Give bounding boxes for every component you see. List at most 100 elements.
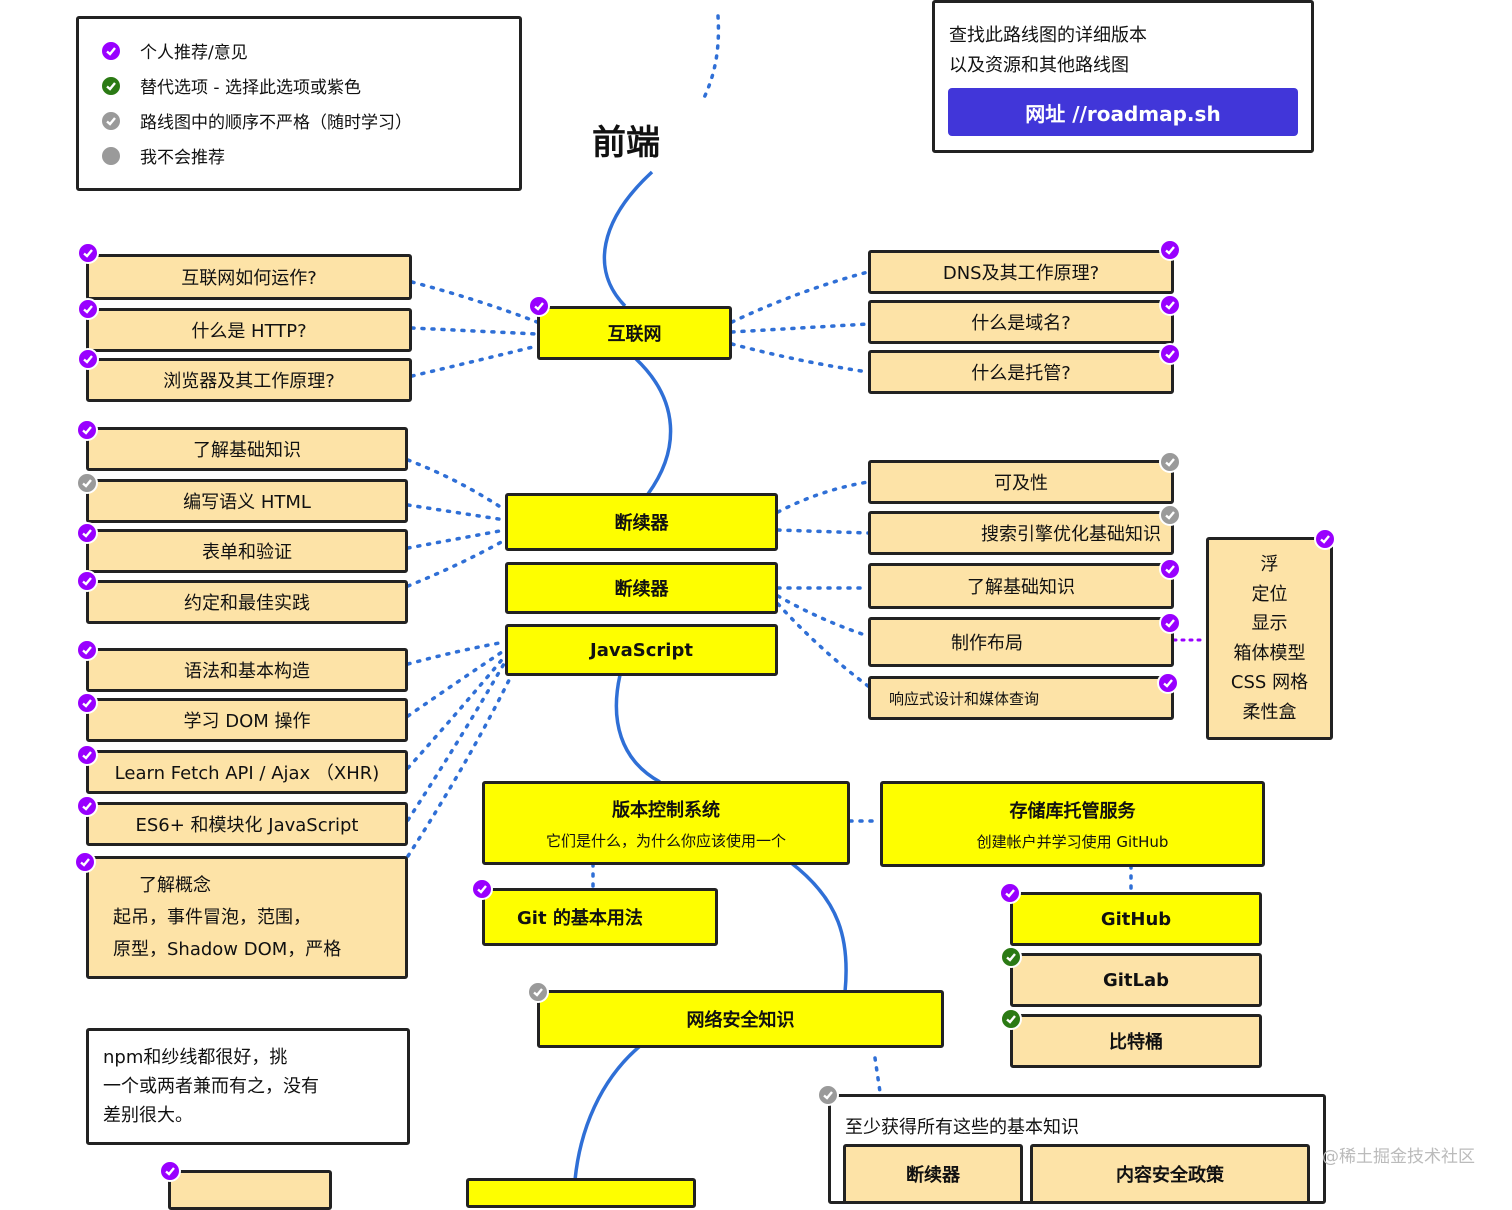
main-node-vcs[interactable]: 版本控制系统 它们是什么，为什么你应该使用一个 — [482, 781, 850, 865]
topic-node[interactable]: 约定和最佳实践 — [86, 580, 408, 624]
gitlab-node[interactable]: GitLab — [1010, 953, 1262, 1007]
main-node-web-security[interactable]: 网络安全知识 — [537, 990, 944, 1048]
security-note: 至少获得所有这些的基本知识 — [845, 1117, 1079, 1138]
main-node-repo-hosting[interactable]: 存储库托管服务 创建帐户并学习使用 GitHub — [880, 781, 1265, 867]
bitbucket-node[interactable]: 比特桶 — [1010, 1014, 1262, 1068]
purple-check-icon — [77, 242, 99, 264]
repo-title: 存储库托管服务 — [1009, 800, 1136, 822]
gray-check-icon — [1159, 451, 1181, 473]
topic-node[interactable]: 编写语义 HTML — [86, 479, 408, 523]
main-node-internet[interactable]: 互联网 — [537, 306, 732, 360]
npm-note-line: 差别很大。 — [103, 1105, 193, 1126]
gray-check-icon — [100, 109, 122, 132]
topic-node[interactable]: DNS及其工作原理? — [868, 250, 1174, 294]
layout-item: 箱体模型 — [1233, 642, 1306, 664]
purple-check-icon — [74, 851, 96, 873]
info-line: 以及资源和其他路线图 — [949, 55, 1129, 76]
purple-check-icon — [76, 795, 98, 817]
topic-node[interactable]: 可及性 — [868, 460, 1174, 504]
roadmap-title: 前端 — [592, 123, 660, 163]
dotted-connector — [406, 654, 507, 770]
vcs-title: 版本控制系统 — [612, 799, 720, 821]
purple-check-icon — [76, 692, 98, 714]
topic-node[interactable]: 了解基础知识 — [86, 427, 408, 471]
green-check-icon — [100, 74, 122, 97]
topic-node[interactable]: 搜索引擎优化基础知识 — [868, 511, 1174, 555]
topic-node[interactable]: 浏览器及其工作原理? — [86, 358, 412, 402]
js-concepts-node[interactable]: 了解概念 起吊，事件冒泡，范围， 原型，Shadow DOM，严格 — [86, 856, 408, 979]
dotted-connector — [406, 503, 507, 522]
topic-node[interactable]: 什么是托管? — [868, 350, 1174, 394]
topic-node[interactable]: ES6+ 和模块化 JavaScript — [86, 802, 408, 846]
legend-row-purple: 个人推荐/意见 — [100, 38, 248, 63]
layout-item: 浮 — [1260, 554, 1279, 575]
layout-item: 定位 — [1251, 583, 1288, 605]
github-node[interactable]: GitHub — [1010, 892, 1262, 946]
dotted-connector — [406, 458, 507, 512]
dotted-connector — [873, 1056, 882, 1094]
purple-check-icon — [1314, 528, 1336, 550]
dotted-connector — [406, 648, 507, 718]
topic-node[interactable]: 学习 DOM 操作 — [86, 698, 408, 742]
git-basic-node[interactable]: Git 的基本用法 — [482, 888, 718, 946]
purple-check-icon — [159, 1160, 181, 1182]
topic-node[interactable]: 什么是域名? — [868, 300, 1174, 344]
purple-check-icon — [1159, 343, 1181, 365]
dotted-connector — [776, 528, 870, 535]
layout-item: 柔性盒 — [1242, 701, 1297, 723]
main-node-html[interactable]: 断续器 — [505, 493, 778, 551]
npm-note-line: 一个或两者兼而有之，没有 — [103, 1076, 319, 1097]
topic-node[interactable]: 互联网如何运作? — [86, 254, 412, 300]
legend-row-gray: 路线图中的顺序不严格（随时学习） — [100, 108, 412, 133]
dotted-connector — [730, 270, 870, 324]
purple-check-icon — [1159, 558, 1181, 580]
purple-check-icon — [1157, 672, 1179, 694]
dotted-connector — [776, 602, 870, 688]
topic-node[interactable]: 表单和验证 — [86, 529, 408, 573]
topic-node[interactable]: 内容安全政策 — [1030, 1144, 1310, 1204]
gray-check-icon — [817, 1084, 839, 1106]
dotted-connector — [410, 280, 539, 324]
purple-check-icon — [76, 419, 98, 441]
topic-node[interactable]: 响应式设计和媒体查询 — [868, 676, 1174, 720]
main-path-segment — [602, 170, 654, 308]
legend-label: 路线图中的顺序不严格（随时学习） — [140, 113, 412, 133]
main-path-segment — [633, 356, 673, 496]
gray-check-icon — [1159, 504, 1181, 526]
purple-check-icon — [999, 882, 1021, 904]
purple-check-icon — [76, 744, 98, 766]
topic-node[interactable]: 什么是 HTTP? — [86, 308, 412, 352]
topic-node[interactable]: 断续器 — [843, 1144, 1023, 1204]
purple-check-icon — [1159, 239, 1181, 261]
topic-node-partial[interactable] — [168, 1170, 332, 1210]
gray-dot-icon — [100, 144, 122, 167]
topic-node[interactable]: 了解基础知识 — [868, 563, 1174, 609]
topic-node[interactable]: 语法和基本构造 — [86, 648, 408, 692]
main-node-partial[interactable] — [466, 1178, 696, 1208]
legend-label: 我不会推荐 — [140, 148, 225, 168]
watermark: @稀土掘金技术社区 — [1322, 1147, 1475, 1167]
purple-check-icon — [77, 298, 99, 320]
concept-line: 起吊，事件冒泡，范围， — [113, 906, 311, 928]
dotted-connector — [410, 344, 539, 378]
gray-check-icon — [76, 472, 98, 494]
dotted-connector — [776, 480, 870, 514]
main-node-javascript[interactable]: JavaScript — [505, 624, 778, 676]
vcs-subtitle: 它们是什么，为什么你应该使用一个 — [545, 831, 786, 850]
layout-item: CSS 网格 — [1230, 672, 1309, 693]
concept-line: 原型，Shadow DOM，严格 — [113, 938, 342, 960]
main-path-segment — [788, 860, 848, 993]
gray-check-icon — [527, 981, 549, 1003]
dotted-connector — [406, 528, 507, 550]
dotted-connector — [406, 640, 507, 666]
dotted-connector — [730, 342, 870, 374]
roadmap-url-button[interactable]: 网址 //roadmap.sh — [948, 88, 1298, 136]
layout-list-node[interactable]: 浮 定位 显示 箱体模型 CSS 网格 柔性盒 — [1206, 537, 1333, 740]
topic-node[interactable]: 制作布局 — [868, 617, 1174, 667]
main-node-css[interactable]: 断续器 — [505, 562, 778, 614]
legend-label: 替代选项 - 选择此选项或紫色 — [140, 78, 361, 98]
dotted-connector — [406, 666, 517, 858]
legend-label: 个人推荐/意见 — [140, 43, 248, 63]
topic-node[interactable]: Learn Fetch API / Ajax （XHR) — [86, 750, 408, 794]
